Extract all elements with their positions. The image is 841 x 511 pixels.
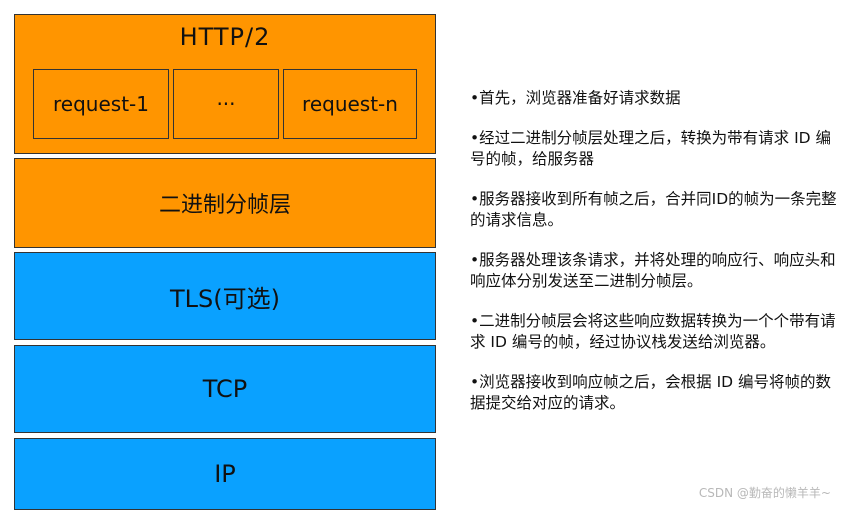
note-item: •首先，浏览器准备好请求数据 xyxy=(470,89,681,107)
http2-title: HTTP/2 xyxy=(179,23,271,51)
note-item: •经过二进制分帧层处理之后，转换为带有请求 ID 编号的帧，给服务器 xyxy=(470,129,832,168)
ip-layer: IP xyxy=(14,438,436,510)
request-n-box: request-n xyxy=(283,69,417,139)
binary-framing-layer: 二进制分帧层 xyxy=(14,158,436,248)
request-ellipsis-box: ··· xyxy=(173,69,279,139)
watermark: CSDN @勤奋的懒羊羊~ xyxy=(698,486,831,500)
tls-layer: TLS(可选) xyxy=(14,252,436,340)
http2-layer: HTTP/2 request-1 ··· request-n xyxy=(14,14,436,154)
note-item: •二进制分帧层会将这些响应数据转换为一个个带有请求 ID 编号的帧，经过协议栈发… xyxy=(470,312,836,351)
note-item: •服务器接收到所有帧之后，合并同ID的帧为一条完整的请求信息。 xyxy=(470,190,837,229)
note-item: •服务器处理该条请求，并将处理的响应行、响应头和响应体分别发送至二进制分帧层。 xyxy=(470,251,836,290)
tcp-layer: TCP xyxy=(14,345,436,433)
request-1-box: request-1 xyxy=(33,69,169,139)
note-item: •浏览器接收到响应帧之后，会根据 ID 编号将帧的数据提交给对应的请求。 xyxy=(470,373,832,412)
process-notes: •首先，浏览器准备好请求数据 •经过二进制分帧层处理之后，转换为带有请求 ID … xyxy=(470,88,841,433)
